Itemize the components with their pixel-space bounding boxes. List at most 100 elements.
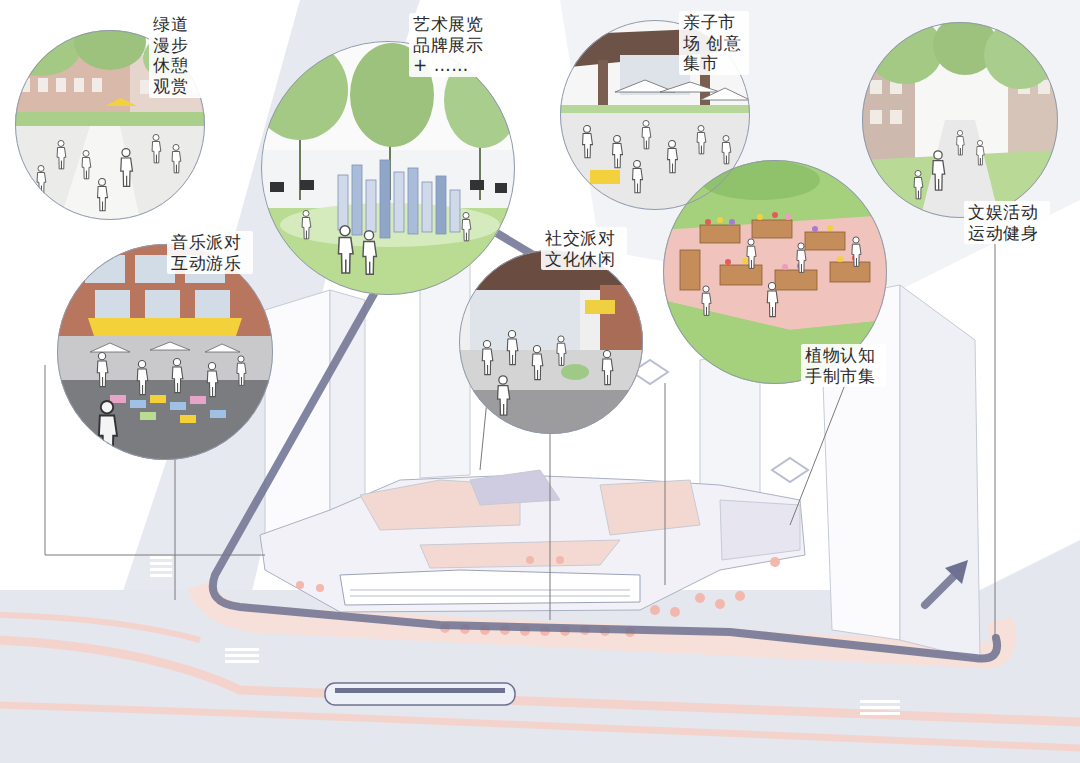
plant-market-scene-part-part — [717, 217, 723, 223]
roads-part-part — [150, 556, 172, 559]
market-scene-part — [590, 170, 620, 184]
leader-lines — [45, 215, 995, 640]
art-exhibition-scene-part-part — [450, 190, 460, 232]
social-party-scene-part — [602, 351, 613, 385]
street-trees-part — [695, 593, 705, 603]
plant-market-scene-part-part — [812, 226, 818, 232]
plant-market-scene-part-part — [680, 250, 700, 290]
music-party-scene — [55, 242, 275, 465]
art-exhibition-scene-part-part — [436, 176, 446, 234]
music-party-scene-part-part — [180, 415, 196, 423]
plant-market-scene-part-part — [720, 265, 762, 285]
music-party-scene-part — [55, 380, 275, 465]
social-party-scene-part — [532, 346, 543, 380]
street-trees-part — [670, 607, 680, 617]
buildings-part — [720, 500, 800, 560]
street-trees-part — [556, 556, 564, 564]
plant-market-scene-part — [705, 212, 858, 270]
art-exhibition-scene-part — [338, 160, 460, 238]
buildings-part — [772, 458, 808, 482]
art-exhibition-scene-part — [252, 40, 348, 140]
street-trees-part — [316, 584, 324, 592]
scene-circle: 社交派对 文化休闲 — [459, 250, 643, 434]
scene-label: 绿道漫步 休憩观赏 — [149, 13, 204, 98]
street-trees-part — [526, 556, 534, 564]
greenway-scene-part — [121, 149, 133, 187]
art-exhibition-scene-part-part — [366, 180, 376, 232]
scene-label: 植物认知 手制市集 — [801, 344, 886, 387]
greenway-scene-part — [152, 134, 161, 162]
market-scene-part — [613, 136, 623, 168]
plant-market-scene-part-part — [837, 256, 843, 262]
sports-scene-part — [957, 130, 965, 155]
social-party-scene-part — [557, 336, 566, 366]
plant-market-scene-part — [767, 283, 778, 317]
sports-scene-part — [933, 151, 945, 190]
leader-lines-part — [790, 372, 850, 525]
buildings-part — [350, 590, 630, 596]
buildings-part — [340, 570, 640, 605]
social-party-scene-part — [585, 300, 615, 314]
art-exhibition-scene-part-part — [470, 180, 484, 190]
market-scene-part — [642, 120, 651, 148]
music-party-scene-part — [237, 356, 246, 386]
street-trees-part — [650, 605, 660, 615]
buildings-part — [470, 470, 560, 505]
plant-market-scene-part-part — [705, 219, 711, 225]
social-party-scene — [458, 250, 644, 440]
route-part — [925, 575, 955, 605]
music-party-scene-part-part — [190, 396, 206, 404]
music-party-scene-part-part — [195, 290, 230, 318]
plant-market-scene-part — [700, 160, 820, 200]
greenway-scene-part — [82, 150, 91, 178]
greenway-scene-part — [0, 24, 80, 76]
leader-lines-part — [175, 460, 176, 600]
plant-market-scene-part-part — [827, 225, 833, 231]
buildings-part — [420, 540, 620, 568]
buildings-part — [900, 285, 980, 660]
plant-market-scene-part — [680, 220, 870, 290]
roads-part-part — [225, 660, 259, 663]
street-trees-part — [770, 557, 780, 567]
roads-part — [0, 705, 1080, 748]
music-party-scene-part-part — [145, 290, 180, 318]
scene-label: 艺术展览 品牌展示 + …… — [409, 13, 495, 77]
greenway-scene — [0, 14, 210, 226]
art-exhibition-scene-part-part — [352, 165, 362, 235]
art-exhibition-scene — [252, 40, 520, 298]
roads-part-part — [860, 712, 900, 715]
social-party-scene-part — [561, 364, 589, 380]
scene-circle: 植物认知 手制市集 — [663, 160, 887, 384]
art-exhibition-scene-part — [462, 212, 471, 240]
market-scene-part — [633, 161, 643, 193]
greenway-scene-part-part — [56, 78, 66, 92]
scene-label: 亲子市场 创意集市 — [679, 11, 749, 75]
market-scene-part — [697, 125, 706, 153]
plant-market-scene-part — [747, 239, 756, 269]
market-scene-part — [615, 80, 750, 100]
plant-market-scene-part-part — [785, 214, 791, 220]
art-exhibition-scene-part-part — [300, 180, 314, 190]
plant-market-scene-part — [797, 243, 806, 273]
tram-part — [325, 683, 515, 705]
sports-scene-part-part — [890, 110, 902, 124]
sports-scene-part — [984, 21, 1056, 89]
music-party-scene-part — [88, 318, 242, 336]
roads-part-part — [860, 700, 900, 703]
roads-part-part — [225, 648, 259, 651]
sports-scene — [860, 15, 1063, 220]
market-scene-part — [722, 135, 731, 163]
street-trees-part — [715, 599, 725, 609]
leader-lines-part — [995, 215, 996, 640]
music-party-scene-part-part — [205, 344, 240, 352]
tram-part — [335, 688, 505, 693]
roads-part-part — [150, 574, 172, 577]
music-party-scene-part-part — [130, 400, 146, 408]
plant-market-scene-part — [852, 237, 861, 267]
greenway-scene-part-part — [92, 78, 102, 92]
market-scene-part — [668, 141, 678, 173]
market-scene-part — [583, 126, 593, 158]
music-party-scene-part — [207, 363, 218, 397]
music-party-scene-part — [90, 342, 240, 352]
